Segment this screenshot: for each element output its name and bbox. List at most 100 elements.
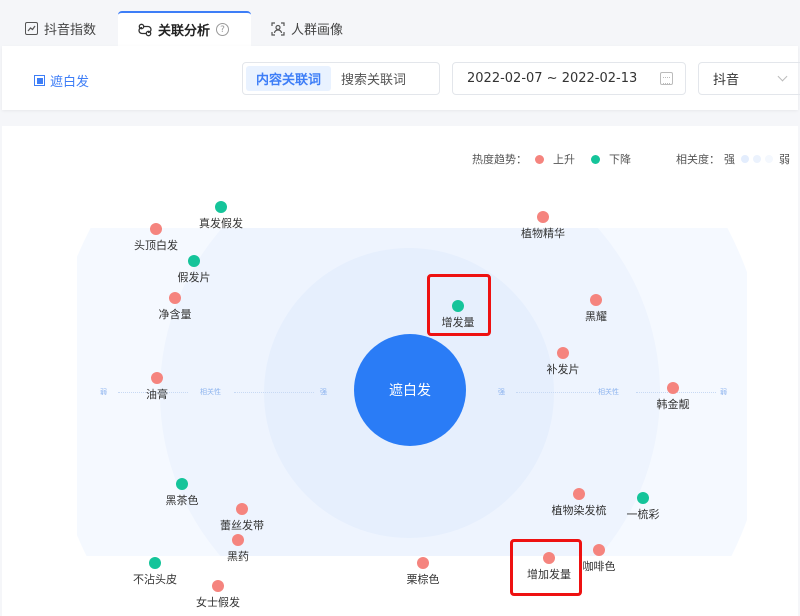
related-word-node[interactable]: 头顶白发 <box>126 223 186 253</box>
legend-square-icon <box>34 75 45 86</box>
related-word-node[interactable]: 补发片 <box>533 347 593 377</box>
related-word-label: 黑茶色 <box>165 494 199 507</box>
related-word-label: 真发假发 <box>199 217 243 230</box>
up-dot-icon <box>543 552 555 564</box>
tab-audience-profile[interactable]: 人群画像 <box>271 11 343 46</box>
filter-toolbar: 遮白发 内容关联词 搜索关联词 2022-02-07 ~ 2022-02-13 … <box>2 46 800 110</box>
weak-dot-icon <box>765 155 773 163</box>
strong-dot-icon <box>741 155 749 163</box>
related-word-label: 黑耀 <box>585 310 607 323</box>
related-word-node[interactable]: 假发片 <box>164 255 224 285</box>
tab-label: 人群画像 <box>291 23 344 38</box>
related-word-label: 女士假发 <box>196 596 240 609</box>
axis-weak-right: 弱 <box>720 388 727 396</box>
center-keyword-bubble[interactable]: 遮白发 <box>354 334 466 446</box>
highlight-box <box>510 539 582 596</box>
tab-label: 关联分析 <box>158 24 211 39</box>
related-word-node[interactable]: 咖啡色 <box>569 544 629 574</box>
tab-bar: 抖音指数 关联分析 ? 人群画像 <box>0 0 800 46</box>
keyword-chip[interactable]: 遮白发 <box>34 71 89 90</box>
related-word-label: 假发片 <box>177 271 211 284</box>
axis-relevance-left: 相关性 <box>200 388 221 396</box>
related-word-label: 栗棕色 <box>406 573 440 586</box>
axis-weak-left: 弱 <box>100 388 107 396</box>
related-word-node[interactable]: 蕾丝发带 <box>212 503 272 533</box>
tab-label: 抖音指数 <box>44 23 97 38</box>
down-dot-icon <box>188 255 200 267</box>
center-keyword-label: 遮白发 <box>389 383 431 399</box>
related-word-node[interactable]: 植物精华 <box>513 211 573 241</box>
axis-line <box>234 392 314 393</box>
chart-icon <box>24 22 38 36</box>
link-icon <box>138 23 152 37</box>
up-dot-icon <box>212 580 224 592</box>
related-word-node[interactable]: 增发量 <box>428 300 488 330</box>
related-word-label: 韩金靓 <box>656 398 690 411</box>
related-word-label: 黑药 <box>227 550 249 563</box>
related-word-node[interactable]: 一梳彩 <box>613 492 673 522</box>
related-word-label: 植物染发梳 <box>551 504 607 517</box>
related-word-node[interactable]: 栗棕色 <box>393 557 453 587</box>
up-dot-icon <box>169 292 181 304</box>
down-dot-icon <box>452 300 464 312</box>
legend-strong: 强 <box>724 153 735 166</box>
trend-legend: 热度趋势： 上升 下降 <box>472 151 631 167</box>
down-dot-icon <box>215 201 227 213</box>
up-dot-icon <box>667 382 679 394</box>
legend-weak: 弱 <box>779 153 790 166</box>
related-word-label: 蕾丝发带 <box>220 519 264 532</box>
related-word-node[interactable]: 真发假发 <box>191 201 251 231</box>
word-type-segmented-control: 内容关联词 搜索关联词 <box>242 62 440 95</box>
related-word-node[interactable]: 黑耀 <box>566 294 626 324</box>
date-range-picker[interactable]: 2022-02-07 ~ 2022-02-13 <box>452 62 686 95</box>
axis-relevance-right: 相关性 <box>598 388 619 396</box>
down-dot-icon <box>176 478 188 490</box>
related-word-label: 补发片 <box>546 363 580 376</box>
axis-strong-right: 强 <box>498 388 505 396</box>
highlight-box <box>427 274 491 336</box>
related-word-node[interactable]: 不沾头皮 <box>125 557 185 587</box>
up-dot-icon <box>232 534 244 546</box>
up-dot-icon <box>417 557 429 569</box>
up-dot-icon <box>535 154 544 164</box>
axis-line <box>118 392 188 393</box>
related-word-label: 净含量 <box>158 308 192 321</box>
up-dot-icon <box>557 347 569 359</box>
person-scan-icon <box>271 21 285 36</box>
tab-douyin-index[interactable]: 抖音指数 <box>24 11 96 46</box>
segment-search-related-words[interactable]: 搜索关联词 <box>341 73 407 88</box>
related-word-label: 增加发量 <box>527 568 571 581</box>
related-word-node[interactable]: 增加发量 <box>519 552 579 582</box>
help-icon[interactable]: ? <box>216 23 230 36</box>
related-word-node[interactable]: 黑药 <box>208 534 268 564</box>
related-word-node[interactable]: 净含量 <box>145 292 205 322</box>
related-word-label: 不沾头皮 <box>133 573 177 586</box>
down-dot-icon <box>637 492 649 504</box>
chevron-down-icon <box>777 71 788 82</box>
segment-content-related-words[interactable]: 内容关联词 <box>246 66 332 91</box>
platform-select[interactable]: 抖音 <box>698 62 800 95</box>
relevance-legend: 相关度： 强 弱 <box>676 151 790 167</box>
trend-legend-label: 热度趋势： <box>472 153 527 166</box>
related-word-node[interactable]: 黑茶色 <box>152 478 212 508</box>
relevance-legend-label: 相关度： <box>676 153 720 166</box>
calendar-icon <box>660 72 673 85</box>
up-dot-icon <box>537 211 549 223</box>
related-word-node[interactable]: 油膏 <box>127 372 187 402</box>
related-word-node[interactable]: 韩金靓 <box>643 382 703 412</box>
tab-association-analysis[interactable]: 关联分析 ? <box>118 11 251 46</box>
related-word-node[interactable]: 植物染发梳 <box>549 488 609 518</box>
related-word-label: 增发量 <box>441 316 475 329</box>
platform-value: 抖音 <box>713 73 740 88</box>
related-word-label: 头顶白发 <box>134 239 178 252</box>
legend-down: 下降 <box>609 153 631 166</box>
association-chart-panel: 热度趋势： 上升 下降 相关度： 强 弱 弱 相关性 强 强 相关性 弱 遮白发… <box>2 126 798 616</box>
related-word-node[interactable]: 女士假发 <box>188 580 248 610</box>
down-dot-icon <box>149 557 161 569</box>
axis-strong-left: 强 <box>320 388 327 396</box>
axis-line <box>516 392 596 393</box>
keyword-label: 遮白发 <box>50 75 90 90</box>
up-dot-icon <box>236 503 248 515</box>
up-dot-icon <box>150 223 162 235</box>
down-dot-icon <box>591 154 600 164</box>
